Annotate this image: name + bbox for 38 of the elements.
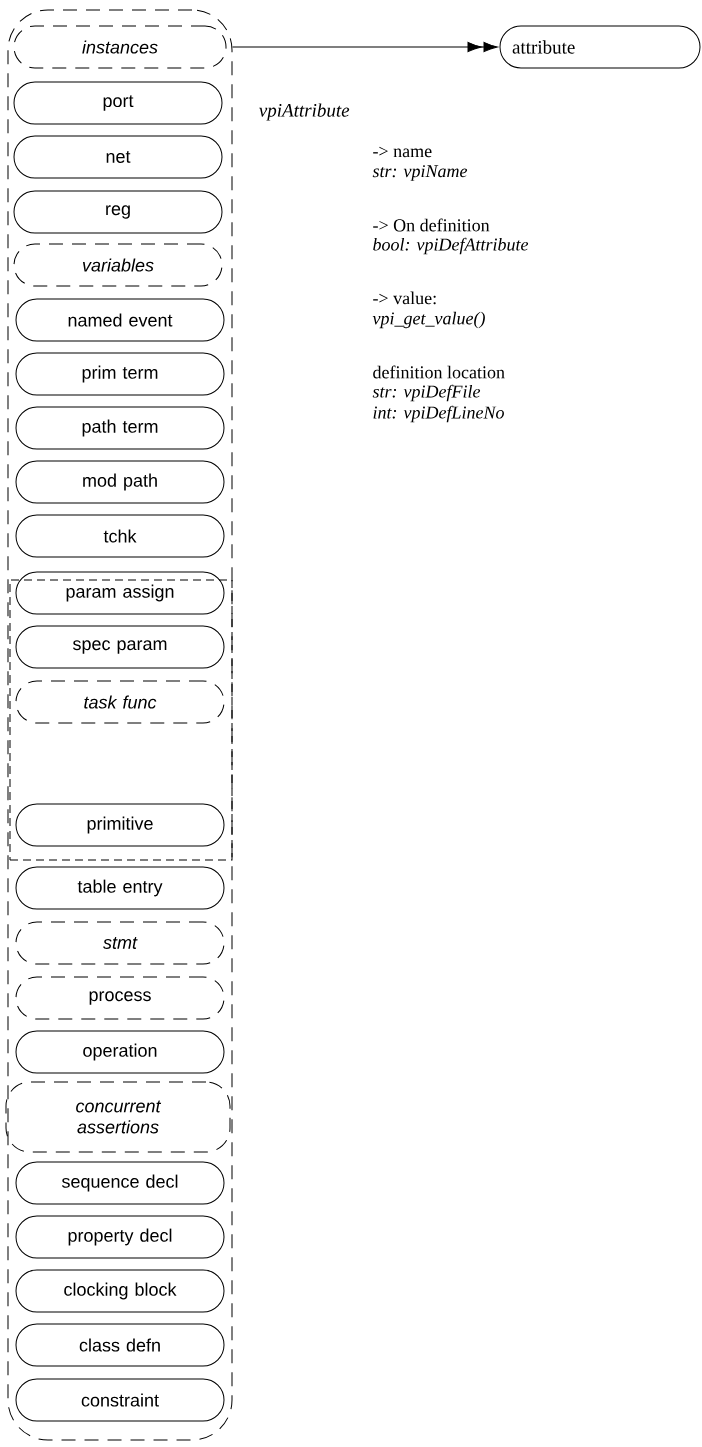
arrow: [232, 41, 498, 53]
edge-label: vpiAttribute: [259, 103, 350, 121]
note-text: str: vpiDefFile: [372, 384, 481, 402]
note-text: str: vpiName: [372, 165, 468, 181]
rounded-box: constraint: [15, 1378, 225, 1422]
rounded-box: clocking block: [15, 1269, 225, 1313]
rounded-box: net: [13, 135, 223, 179]
rounded-box: reg: [13, 190, 223, 234]
rounded-box: tchk: [15, 514, 225, 558]
rounded-box: property decl: [15, 1215, 225, 1259]
rounded-box: mod path: [15, 460, 225, 504]
rounded-box: table entry: [15, 866, 225, 910]
note-text: -> On definition: [373, 218, 490, 232]
dashed-rounded-box: process: [15, 976, 225, 1020]
note-text: bool: vpiDefAttribute: [373, 237, 529, 255]
note-text: vpi_get_value(): [372, 311, 485, 329]
dashed-rounded-box: stmt: [15, 921, 225, 965]
dashed-rounded-box: instances: [13, 25, 227, 69]
note-text: -> value:: [373, 291, 436, 305]
rounded-box: path term: [15, 406, 225, 450]
rounded-box: port: [13, 81, 223, 125]
dashed-rounded-box: task func: [15, 680, 225, 724]
note-text: -> name: [373, 146, 432, 158]
rounded-box: primitive: [15, 803, 225, 847]
rounded-box: spec param: [15, 625, 225, 669]
rounded-box: prim term: [15, 352, 225, 396]
dashed-rounded-box: concurrent assertions: [5, 1081, 231, 1153]
rounded-box: attribute: [499, 25, 701, 69]
rounded-box: operation: [15, 1030, 225, 1074]
note-text: definition location: [373, 365, 505, 379]
rounded-box: named event: [15, 298, 225, 342]
group-outline: [9, 579, 233, 861]
group-outline: [7, 9, 233, 1441]
dashed-rounded-box: variables: [13, 243, 223, 287]
rounded-box: class defn: [15, 1323, 225, 1367]
rounded-box: sequence decl: [15, 1161, 225, 1205]
note-text: int: vpiDefLineNo: [373, 405, 504, 423]
rounded-box: param assign: [15, 571, 225, 615]
